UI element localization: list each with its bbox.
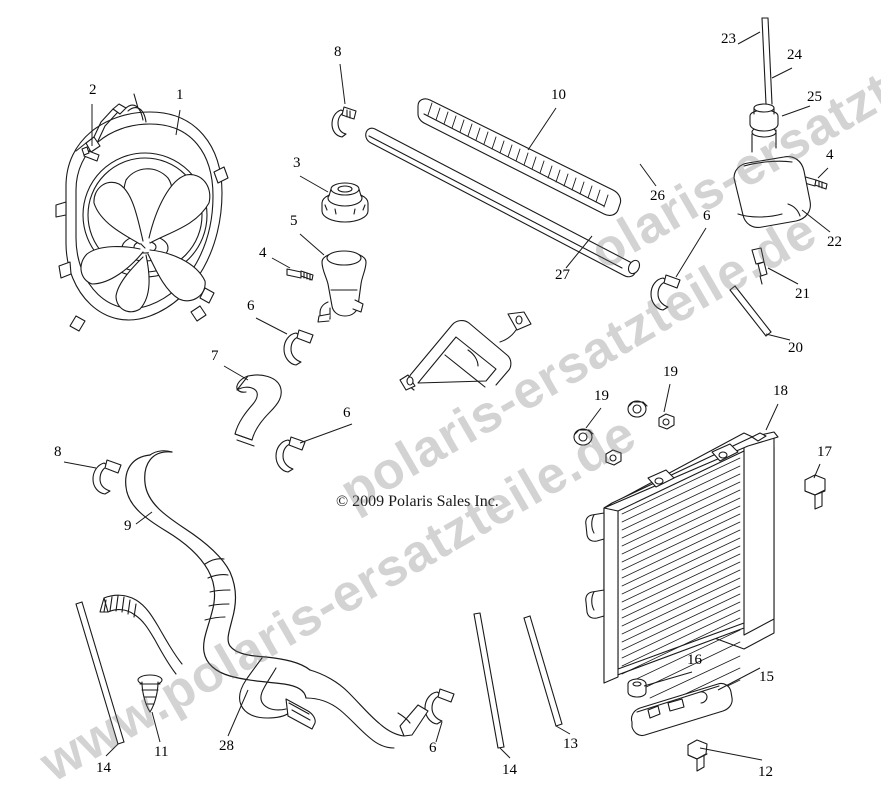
callout-25: 25 [807,89,822,105]
part-filler-neck [317,250,367,323]
part-bracket-15 [630,682,733,737]
part-recovery-bottle [733,17,811,285]
callout-4b: 4 [826,147,834,163]
callout-8a: 8 [334,44,342,60]
part-bypass-hose [234,374,282,447]
part-upper-hose [125,450,429,749]
part-conduit-sleeve [417,98,622,216]
callout-7: 7 [211,348,219,364]
callout-23: 23 [721,31,736,47]
callout-6a: 6 [247,298,255,314]
part-small-clamp-left [92,459,122,495]
part-tube-14-right [473,612,505,749]
callout-17: 17 [817,444,832,460]
callout-16: 16 [687,652,702,668]
callout-22: 22 [827,234,842,250]
callout-13: 13 [563,736,578,752]
callout-28: 28 [219,738,234,754]
part-bolt-2 [81,146,100,162]
part-hose-clamp-a [283,329,314,366]
part-tube-13 [523,615,563,727]
part-tube-14-left [75,601,125,745]
callout-21: 21 [795,286,810,302]
copyright-notice: © 2009 Polaris Sales Inc. [336,493,499,510]
callout-19b: 19 [663,364,678,380]
part-small-clamp-top [331,106,357,138]
callout-1: 1 [176,87,184,103]
callout-24: 24 [787,47,802,63]
part-radiator [585,431,779,715]
callout-5: 5 [290,213,298,229]
callout-19a: 19 [594,388,609,404]
callout-26: 26 [650,188,665,204]
part-fan-shroud [55,93,229,332]
part-bolt-12 [687,739,708,772]
callout-10: 10 [551,87,566,103]
part-lower-hose [99,594,183,675]
part-hose-clamp-d [424,688,455,725]
part-nut-19a2 [605,449,622,466]
part-screw-left [286,268,314,281]
callout-3: 3 [293,155,301,171]
part-grommet-19b [627,400,648,418]
callout-2: 2 [89,82,97,98]
callout-6c: 6 [703,208,711,224]
callout-8b: 8 [54,444,62,460]
callout-6b: 6 [343,405,351,421]
callout-12: 12 [758,764,773,780]
callout-18: 18 [773,383,788,399]
part-grommet-19a [573,428,594,446]
part-mount-bracket-center [399,311,532,391]
part-long-tube [365,127,641,278]
callout-14a: 14 [96,760,111,776]
callout-20: 20 [788,340,803,356]
part-nut-19b2 [658,413,675,430]
callout-14b: 14 [502,762,517,778]
callout-6d: 6 [429,740,437,756]
part-hose-clamp-b [275,436,306,473]
callout-4a: 4 [259,245,267,261]
part-radiator-cap [321,182,369,223]
part-hose-clamp-c [650,274,681,311]
part-grommet-16 [627,678,647,698]
callout-9: 9 [124,518,132,534]
callout-27: 27 [555,267,570,283]
part-tube-20 [729,285,772,337]
part-push-rivet-11 [137,674,163,713]
callout-11: 11 [154,744,169,760]
callout-15: 15 [759,669,774,685]
